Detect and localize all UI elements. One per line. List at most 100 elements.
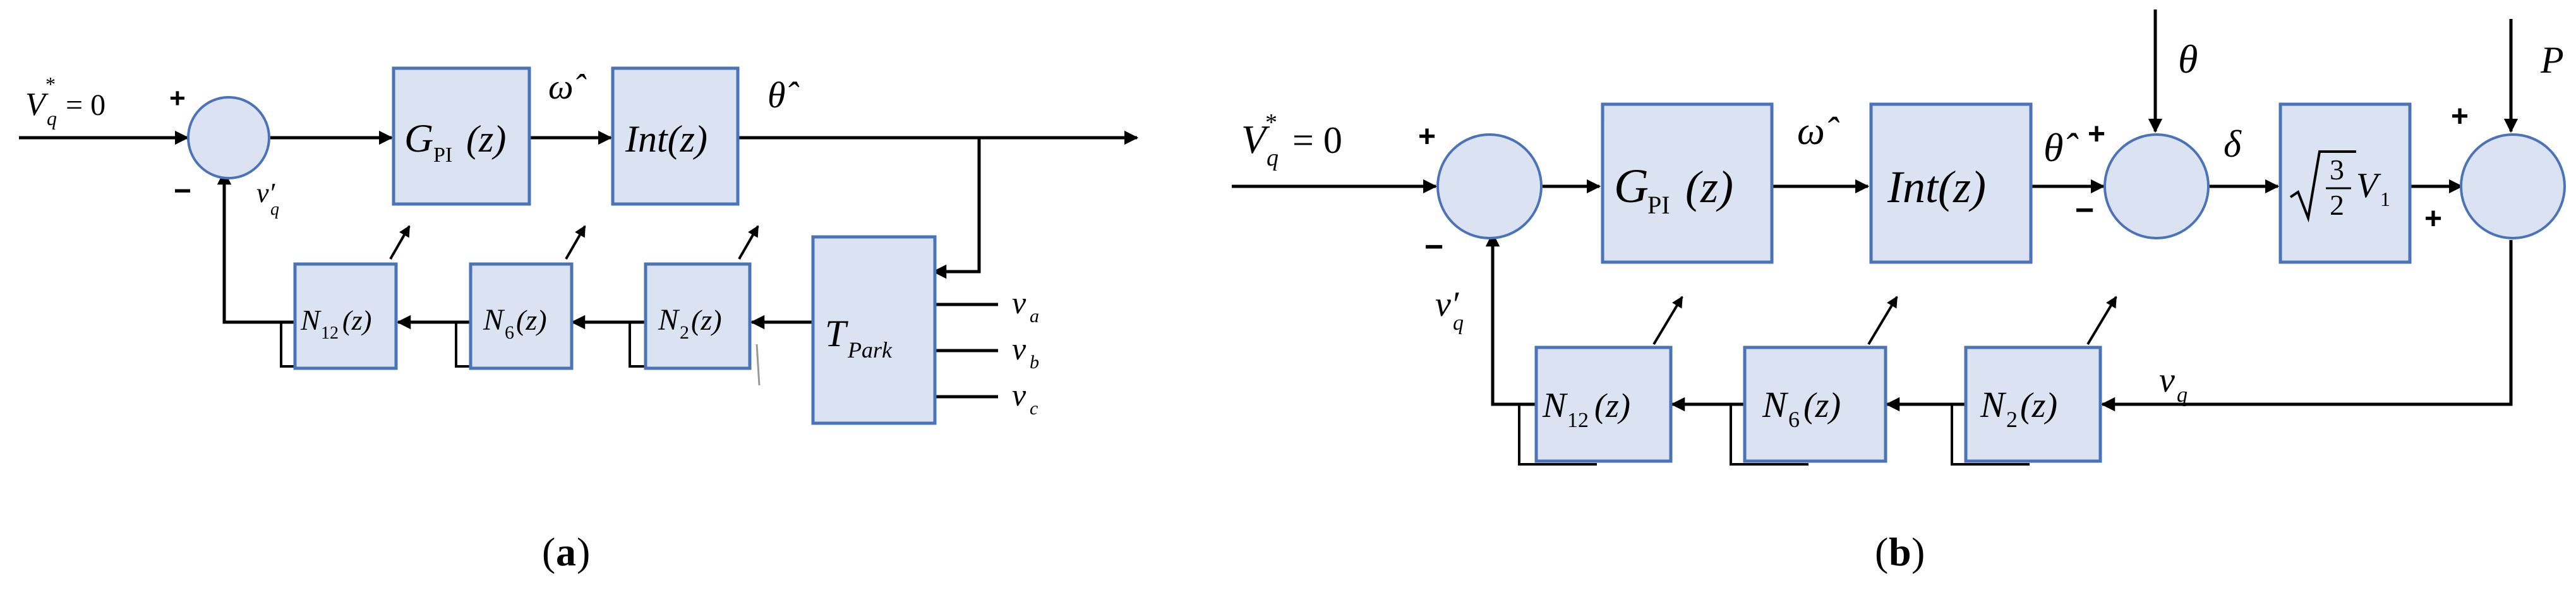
svg-text:q: q bbox=[1267, 145, 1279, 171]
svg-text:12: 12 bbox=[321, 323, 339, 343]
svg-text:12: 12 bbox=[1567, 409, 1589, 432]
pi-controller-block-a bbox=[392, 66, 531, 206]
summing-junction-a bbox=[187, 96, 270, 179]
stray-mark-a bbox=[755, 344, 761, 386]
integrator-label-a: Int(z) bbox=[625, 118, 707, 160]
svg-text:q: q bbox=[1453, 311, 1464, 335]
n2-adapt-arrow-a bbox=[738, 225, 759, 260]
n6-adapt-arrow-b bbox=[1867, 296, 1898, 346]
delta-label-b: δ bbox=[2224, 123, 2242, 165]
n12-adapt-arrow-b bbox=[1652, 296, 1683, 346]
svg-text:= 0: = 0 bbox=[66, 88, 105, 122]
n12-filter-block-b bbox=[1534, 346, 1673, 463]
omega-hat-label-b: ω̂ bbox=[1797, 110, 1840, 153]
phase-sum-minus-sign-b: − bbox=[2075, 192, 2094, 229]
sum-minus-sign-b: − bbox=[1424, 229, 1443, 265]
svg-text:v′: v′ bbox=[1435, 285, 1459, 324]
n2-filter-label-a: N 2 (z) bbox=[658, 303, 722, 343]
svg-text:N: N bbox=[483, 303, 505, 337]
svg-text:(z): (z) bbox=[1685, 162, 1733, 212]
pi-controller-label-b: G PI (z) bbox=[1614, 160, 1733, 219]
power-summing-junction-b bbox=[2460, 133, 2566, 239]
n12-filter-label-a: N 12 (z) bbox=[300, 304, 371, 343]
svg-text:V: V bbox=[25, 87, 49, 123]
svg-text:2: 2 bbox=[2006, 407, 2018, 432]
svg-text:*: * bbox=[45, 73, 56, 95]
integrator-block-a bbox=[611, 66, 740, 206]
svg-text:V: V bbox=[2356, 166, 2381, 205]
gain-block-b bbox=[2278, 102, 2412, 264]
sum-plus-sign-a: + bbox=[169, 83, 186, 114]
vq-label-b: v q bbox=[2159, 361, 2188, 407]
n6-filter-block-b bbox=[1743, 346, 1887, 463]
svg-text:2: 2 bbox=[2330, 189, 2344, 221]
n12-adapt-arrow-a bbox=[389, 225, 411, 260]
svg-text:N: N bbox=[300, 304, 322, 336]
n6-filter-label-a: N 6 (z) bbox=[483, 303, 547, 343]
omega-hat-label-a: ω̂ bbox=[548, 68, 587, 107]
svg-text:PI: PI bbox=[433, 143, 452, 167]
theta-hat-label-b: θ̂ bbox=[2043, 125, 2078, 170]
svg-text:b: b bbox=[1889, 529, 1911, 574]
svg-text:(z): (z) bbox=[691, 304, 722, 336]
svg-text:V: V bbox=[1241, 117, 1270, 162]
svg-text:(z): (z) bbox=[1803, 386, 1841, 425]
svg-text:N: N bbox=[1980, 384, 2007, 425]
theta-to-park-arrow-a bbox=[932, 138, 981, 279]
n6-adapt-arrow-a bbox=[565, 225, 586, 260]
svg-text:= 0: = 0 bbox=[1292, 119, 1342, 161]
sqrt-sign-b bbox=[2289, 150, 2356, 223]
vq-feedback-arrow-b bbox=[2100, 240, 2513, 412]
input-label-b: V q * = 0 bbox=[1241, 109, 1342, 171]
svg-text:N: N bbox=[1762, 384, 1789, 425]
svg-text:(: ( bbox=[542, 529, 555, 574]
phase-summing-junction-b bbox=[2104, 133, 2210, 239]
feedback-arrow-a bbox=[217, 170, 295, 324]
caption-b: ( b ) bbox=[1875, 529, 1925, 574]
n6-filter-label-b: N 6 (z) bbox=[1762, 384, 1841, 432]
svg-text:c: c bbox=[1030, 398, 1038, 419]
pi-controller-label-a: G PI (z) bbox=[404, 116, 506, 167]
phase-sum-plus-sign-b: + bbox=[2088, 117, 2105, 151]
n2-filter-block-b bbox=[1964, 346, 2102, 463]
svg-text:q: q bbox=[47, 107, 57, 129]
svg-text:v: v bbox=[1012, 377, 1026, 412]
power-sum-plus-left-b: + bbox=[2424, 202, 2442, 236]
svg-text:v: v bbox=[1012, 331, 1026, 366]
n2-loop-b bbox=[1951, 404, 2030, 466]
sum-plus-sign-b: + bbox=[1418, 120, 1436, 154]
integrator-block-b bbox=[1869, 102, 2033, 264]
park-transform-label-a: T Park bbox=[825, 313, 893, 363]
feedback-arrow-b bbox=[1485, 232, 1536, 406]
park-transform-block-a bbox=[811, 235, 937, 425]
svg-text:): ) bbox=[577, 529, 590, 574]
svg-text:6: 6 bbox=[1788, 407, 1800, 432]
svg-text:Park: Park bbox=[847, 337, 893, 363]
n2-filter-label-b: N 2 (z) bbox=[1980, 384, 2057, 432]
svg-text:): ) bbox=[1911, 529, 1925, 574]
svg-text:a: a bbox=[1030, 306, 1039, 327]
svg-text:(z): (z) bbox=[516, 304, 547, 336]
va-label-a: v a bbox=[1012, 285, 1039, 327]
svg-text:b: b bbox=[1030, 352, 1039, 373]
svg-text:a: a bbox=[556, 529, 576, 574]
vb-label-a: v b bbox=[1012, 331, 1039, 373]
svg-text:q: q bbox=[270, 200, 279, 219]
svg-text:(z): (z) bbox=[466, 118, 506, 160]
pi-controller-block-b bbox=[1601, 102, 1774, 264]
feedback-label-b: v′ q bbox=[1435, 285, 1464, 335]
svg-text:v: v bbox=[2159, 361, 2175, 400]
svg-text:PI: PI bbox=[1647, 191, 1670, 219]
power-sum-plus-top-b: + bbox=[2451, 100, 2469, 133]
svg-text:*: * bbox=[1265, 109, 1277, 136]
n6-loop-b bbox=[1730, 404, 1809, 466]
svg-text:v′: v′ bbox=[256, 178, 276, 208]
svg-text:T: T bbox=[825, 313, 848, 354]
svg-text:2: 2 bbox=[680, 322, 689, 343]
svg-text:(z): (z) bbox=[342, 305, 371, 336]
svg-text:(: ( bbox=[1875, 529, 1888, 574]
caption-a: ( a ) bbox=[542, 529, 590, 574]
svg-text:v: v bbox=[1012, 285, 1026, 320]
n12-filter-label-b: N 12 (z) bbox=[1542, 386, 1630, 432]
svg-text:(z): (z) bbox=[2020, 386, 2057, 425]
